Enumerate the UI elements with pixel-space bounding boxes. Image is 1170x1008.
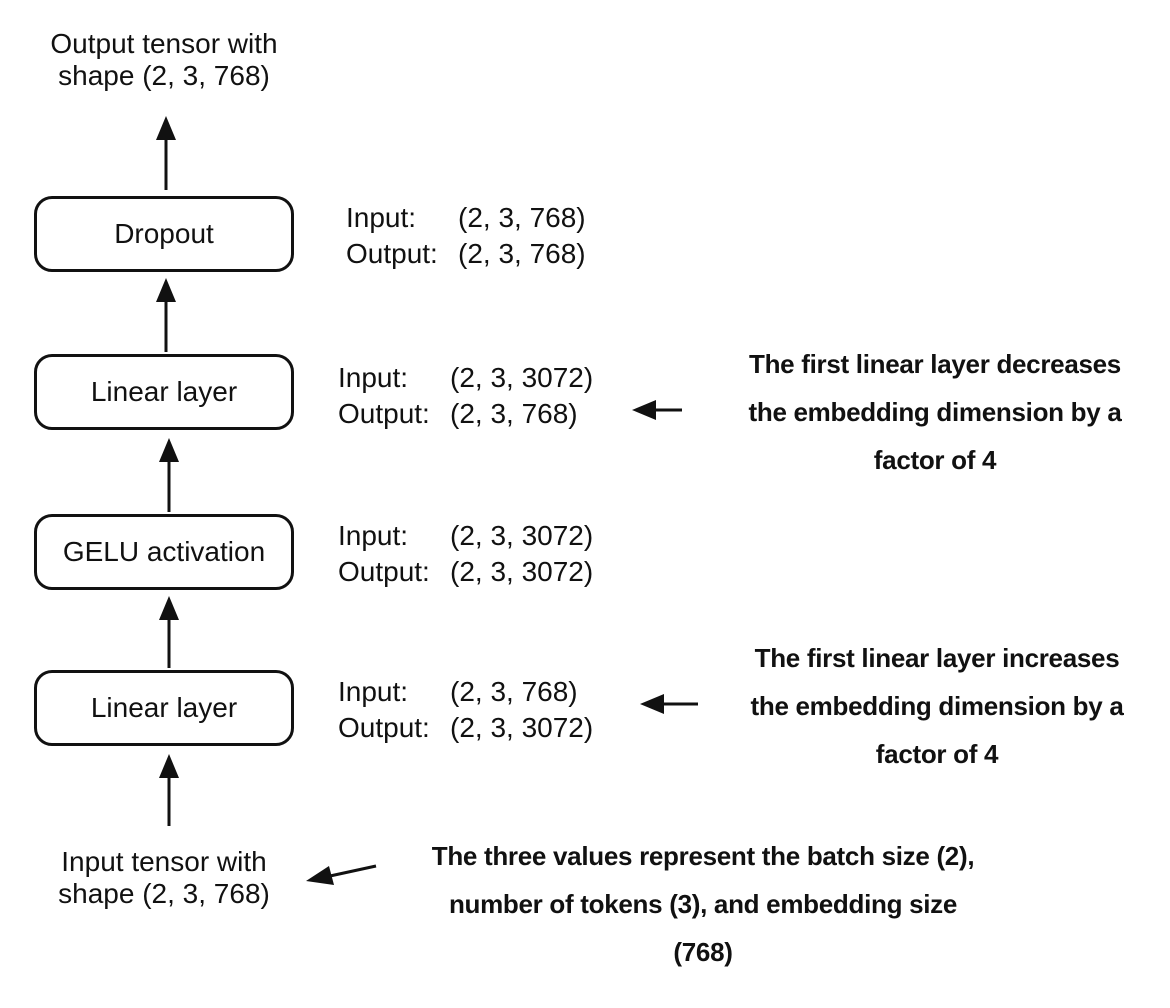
- dropout-box: Dropout: [34, 196, 294, 272]
- linear-layer-1-input-key: Input:: [338, 676, 409, 707]
- arrow-callout-shape-values: [306, 864, 377, 885]
- linear-layer-2-input-row: Input: (2, 3, 3072): [338, 360, 593, 396]
- callout-increase-line3: factor of 4: [875, 739, 999, 769]
- linear-layer-2-box: Linear layer: [34, 354, 294, 430]
- linear-layer-2-input-key: Input:: [338, 362, 409, 393]
- linear-layer-2-input-value: (2, 3, 3072): [450, 362, 594, 393]
- gelu-output-row: Output: (2, 3, 3072): [338, 554, 593, 590]
- linear-layer-2-output-key: Output:: [338, 398, 430, 429]
- gelu-output-value: (2, 3, 3072): [450, 556, 594, 587]
- linear-layer-1-input-value: (2, 3, 768): [450, 676, 578, 707]
- callout-decrease: The first linear layer decreases the emb…: [700, 340, 1170, 484]
- linear-layer-2-label: Linear layer: [90, 376, 238, 407]
- gelu-activation-shapes: Input: (2, 3, 3072) Output: (2, 3, 3072): [338, 518, 593, 590]
- dropout-output-value: (2, 3, 768): [458, 238, 586, 269]
- input-tensor-line1: Input tensor with: [61, 846, 267, 877]
- dropout-input-row: Input: (2, 3, 768): [346, 200, 586, 236]
- dropout-output-row: Output: (2, 3, 768): [346, 236, 586, 272]
- dropout-output-key: Output:: [346, 238, 438, 269]
- output-tensor-label: Output tensor with shape (2, 3, 768): [34, 28, 294, 92]
- callout-shape-values-line2: number of tokens (3), and embedding size: [448, 889, 958, 919]
- linear-layer-1-output-key: Output:: [338, 712, 430, 743]
- gelu-input-row: Input: (2, 3, 3072): [338, 518, 593, 554]
- linear-layer-2-shapes: Input: (2, 3, 3072) Output: (2, 3, 768): [338, 360, 593, 432]
- linear-layer-1-box: Linear layer: [34, 670, 294, 746]
- callout-increase-line1: The first linear layer increases: [754, 643, 1120, 673]
- arrow-gelu-to-linear2: [159, 438, 179, 512]
- arrow-dropout-to-output: [156, 116, 176, 190]
- callout-decrease-line1: The first linear layer decreases: [749, 349, 1121, 379]
- dropout-input-key: Input:: [346, 202, 417, 233]
- arrow-callout-decrease: [632, 400, 682, 420]
- gelu-activation-box: GELU activation: [34, 514, 294, 590]
- linear-layer-1-output-value: (2, 3, 3072): [450, 712, 594, 743]
- output-tensor-line1: Output tensor with: [50, 28, 278, 59]
- callout-decrease-line2: the embedding dimension by a: [748, 397, 1122, 427]
- dropout-label: Dropout: [114, 218, 214, 249]
- callout-shape-values: The three values represent the batch siz…: [386, 832, 1020, 976]
- arrow-linear2-to-dropout: [156, 278, 176, 352]
- linear-layer-2-output-row: Output: (2, 3, 768): [338, 396, 593, 432]
- gelu-output-key: Output:: [338, 556, 430, 587]
- callout-decrease-line3: factor of 4: [873, 445, 997, 475]
- linear-layer-1-input-row: Input: (2, 3, 768): [338, 674, 593, 710]
- callout-increase: The first linear layer increases the emb…: [704, 634, 1170, 778]
- input-tensor-label: Input tensor with shape (2, 3, 768): [34, 846, 294, 910]
- callout-increase-line2: the embedding dimension by a: [750, 691, 1124, 721]
- linear-layer-2-output-value: (2, 3, 768): [450, 398, 578, 429]
- arrow-linear1-to-gelu: [159, 596, 179, 668]
- gelu-activation-label: GELU activation: [62, 536, 266, 567]
- linear-layer-1-shapes: Input: (2, 3, 768) Output: (2, 3, 3072): [338, 674, 593, 746]
- gelu-input-key: Input:: [338, 520, 409, 551]
- linear-layer-1-label: Linear layer: [90, 692, 238, 723]
- output-tensor-line2: shape (2, 3, 768): [58, 60, 270, 91]
- input-tensor-line2: shape (2, 3, 768): [58, 878, 270, 909]
- callout-shape-values-line1: The three values represent the batch siz…: [431, 841, 975, 871]
- dropout-input-value: (2, 3, 768): [458, 202, 586, 233]
- arrow-callout-increase: [640, 694, 698, 714]
- dropout-shapes: Input: (2, 3, 768) Output: (2, 3, 768): [346, 200, 586, 272]
- gelu-input-value: (2, 3, 3072): [450, 520, 594, 551]
- callout-shape-values-line3: (768): [673, 937, 733, 967]
- arrow-input-to-linear1: [159, 754, 179, 826]
- linear-layer-1-output-row: Output: (2, 3, 3072): [338, 710, 593, 746]
